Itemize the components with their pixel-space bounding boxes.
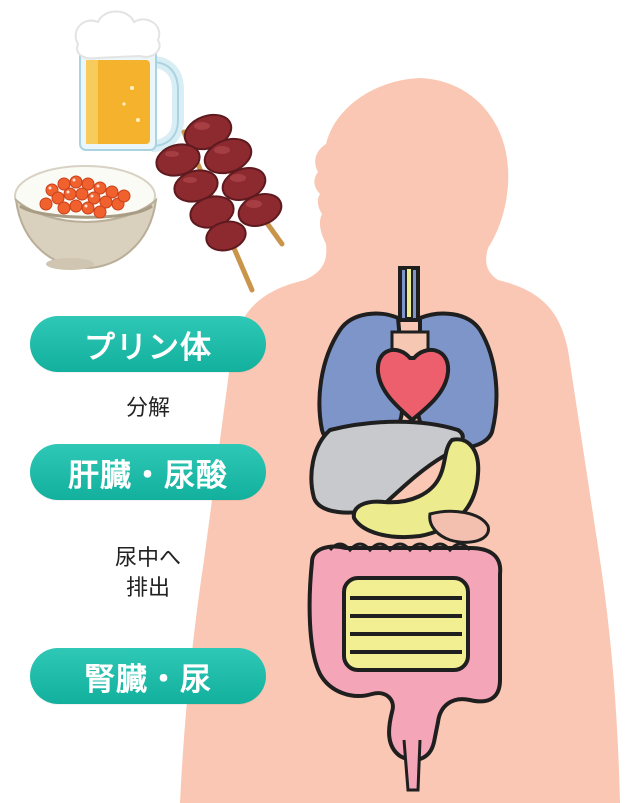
decompose-note: 分解 [78, 394, 218, 424]
small-intestine-icon [344, 578, 468, 670]
excretion-text-line1: 尿中へ [78, 544, 218, 574]
kidney-urine-pill: 腎臓・尿 [30, 648, 266, 704]
kidney-urine-label: 腎臓・尿 [84, 654, 212, 699]
liver-uric-acid-label: 肝臓・尿酸 [68, 450, 228, 495]
ikura-rice-bowl-icon [15, 166, 156, 270]
decompose-text: 分解 [78, 394, 218, 424]
beer-mug-icon [76, 12, 178, 151]
excretion-note: 尿中へ 排出 [78, 544, 218, 604]
purine-label: プリン体 [84, 322, 212, 367]
purine-label-pill: プリン体 [30, 316, 266, 372]
excretion-text-line2: 排出 [78, 574, 218, 604]
liver-uric-acid-pill: 肝臓・尿酸 [30, 444, 266, 500]
trachea-icon [400, 268, 418, 320]
